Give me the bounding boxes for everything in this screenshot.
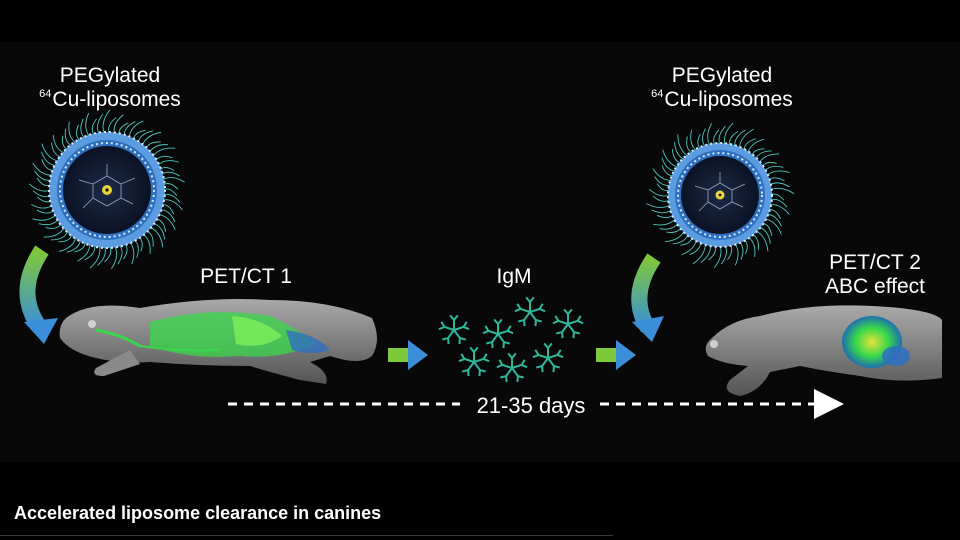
peg-chain bbox=[76, 124, 81, 142]
caption-bar: Accelerated liposome clearance in canine… bbox=[0, 495, 613, 536]
isotope-superscript: 64 bbox=[39, 88, 52, 101]
peg-chain bbox=[51, 142, 62, 158]
peg-chain bbox=[152, 222, 166, 240]
figure-panel bbox=[0, 42, 960, 462]
peg-chain bbox=[68, 121, 77, 144]
label-text: Cu-liposomes bbox=[664, 88, 793, 112]
peg-chain bbox=[652, 218, 677, 226]
liposome-left bbox=[28, 109, 185, 270]
peg-chain bbox=[651, 209, 673, 214]
peg-chain bbox=[657, 213, 675, 218]
peg-chain bbox=[769, 187, 795, 195]
label-line: PET/CT 2 bbox=[829, 251, 921, 274]
peg-chain bbox=[713, 244, 722, 269]
peg-chain bbox=[734, 242, 739, 266]
peg-chain bbox=[148, 226, 164, 248]
igm-antibody-icon bbox=[532, 342, 564, 373]
peg-chain bbox=[85, 112, 91, 138]
igm-antibody-icon bbox=[514, 296, 546, 327]
peg-chain bbox=[38, 218, 60, 226]
peg-chain bbox=[768, 182, 790, 188]
peg-chain bbox=[758, 153, 780, 164]
label-line: PEGylated bbox=[671, 64, 773, 87]
peg-chain bbox=[765, 170, 790, 177]
label-line: PEGylated bbox=[59, 64, 161, 87]
liposome-right bbox=[646, 122, 795, 269]
injection-arrow-right bbox=[631, 253, 664, 342]
injection-arrow-left bbox=[19, 245, 58, 344]
igm-label: IgM bbox=[496, 265, 532, 288]
peg-chain bbox=[702, 128, 706, 148]
isotope-superscript: 64 bbox=[651, 88, 664, 101]
label-line: 64Cu-liposomes bbox=[30, 88, 190, 112]
peg-chain bbox=[137, 130, 154, 144]
timeline-label: 21-35 days bbox=[476, 393, 586, 418]
pet-ct-scan-1 bbox=[59, 299, 377, 384]
igm-antibody-icon bbox=[496, 352, 528, 383]
peg-chain bbox=[128, 241, 135, 265]
igm-antibody-icon bbox=[458, 346, 490, 377]
pet-ct-2-label: PET/CT 2 ABC effect bbox=[800, 251, 950, 299]
peg-chain bbox=[747, 236, 756, 258]
peg-chain bbox=[117, 244, 123, 265]
chelator-molecule-icon bbox=[694, 172, 746, 212]
liposome-left-label: PEGylated 64Cu-liposomes bbox=[30, 64, 190, 112]
peg-chain bbox=[157, 160, 179, 167]
peg-chain bbox=[686, 136, 693, 154]
igm-antibody-icon bbox=[482, 318, 514, 349]
caption-text: Accelerated liposome clearance in canine… bbox=[14, 503, 382, 523]
peg-chain bbox=[666, 226, 682, 233]
peg-chain bbox=[161, 177, 185, 183]
peg-chain bbox=[160, 171, 180, 177]
peg-chain bbox=[110, 245, 118, 270]
peg-chain bbox=[646, 203, 672, 208]
liposome-right-label: PEGylated 64Cu-liposomes bbox=[642, 64, 802, 112]
igm-antibody-cluster bbox=[438, 296, 584, 383]
peg-chain bbox=[28, 183, 52, 192]
flow-arrow-1 bbox=[388, 340, 428, 370]
peg-chain bbox=[31, 204, 54, 209]
flow-arrow-2 bbox=[596, 340, 636, 370]
peg-chain bbox=[151, 147, 176, 158]
label-line: ABC effect bbox=[825, 275, 925, 299]
peg-chain bbox=[707, 123, 713, 147]
peg-chain bbox=[672, 233, 689, 245]
pet-ct-scan-2 bbox=[705, 305, 942, 396]
peg-chain bbox=[697, 133, 702, 150]
igm-antibody-icon bbox=[552, 308, 584, 339]
chelator-molecule-icon bbox=[78, 164, 136, 209]
label-line: 64Cu-liposomes bbox=[642, 88, 802, 112]
peg-chain bbox=[32, 213, 57, 221]
peg-chain bbox=[690, 129, 697, 152]
peg-chain bbox=[141, 233, 151, 254]
igm-antibody-icon bbox=[438, 314, 470, 345]
label-text: Cu-liposomes bbox=[52, 88, 181, 112]
pet-ct-1-label: PET/CT 1 bbox=[200, 265, 292, 288]
peg-chain bbox=[141, 131, 162, 147]
